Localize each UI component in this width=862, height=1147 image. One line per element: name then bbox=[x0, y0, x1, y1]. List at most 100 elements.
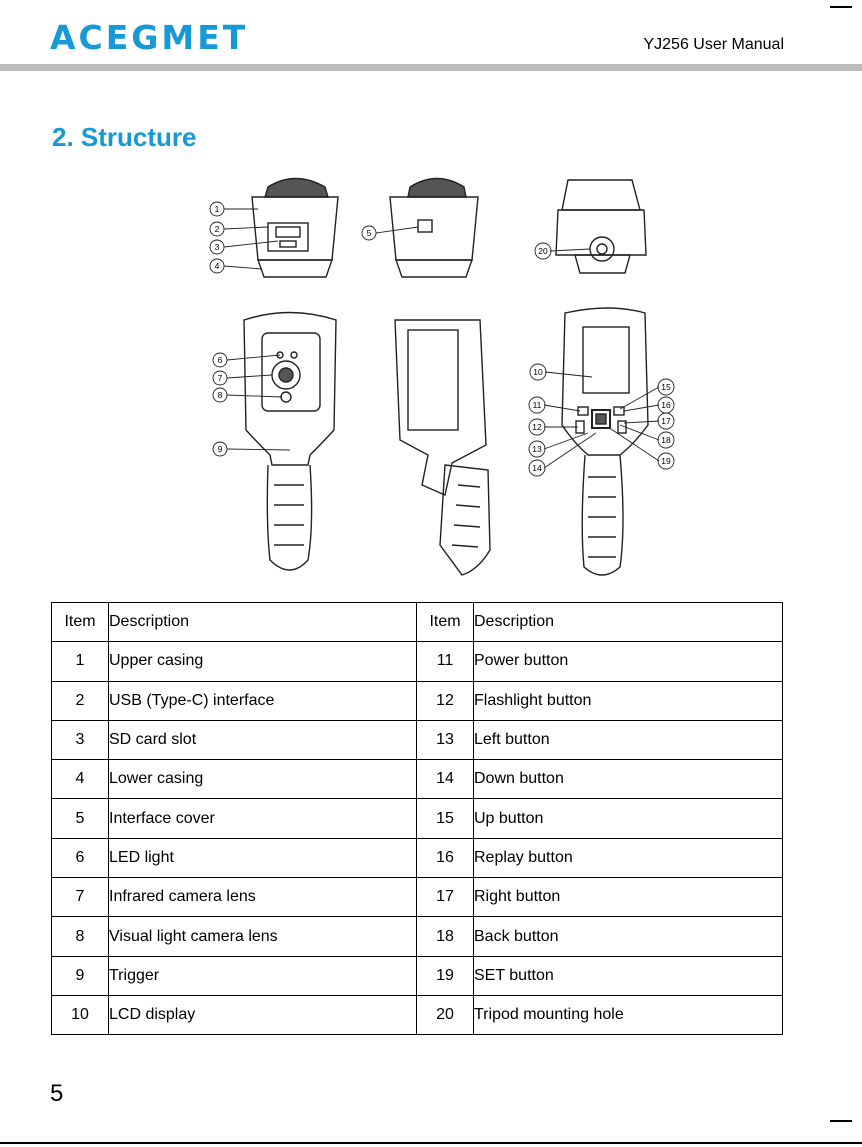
callout-label: 9 bbox=[218, 444, 223, 454]
item-number: 17 bbox=[416, 877, 474, 918]
section-title: 2. Structure bbox=[52, 122, 197, 152]
column-header-item: Item bbox=[416, 601, 474, 643]
device-tripod-view bbox=[555, 179, 647, 274]
callout-label: 1 bbox=[215, 204, 220, 214]
callout-17 bbox=[657, 412, 675, 430]
device-cover-view bbox=[389, 177, 479, 278]
callout-label: 6 bbox=[218, 355, 223, 365]
item-number: 4 bbox=[51, 759, 109, 800]
table-row: 10 LCD display 20 Tripod mounting hole bbox=[51, 994, 783, 1036]
item-description: Interface cover bbox=[108, 798, 417, 839]
item-number: 11 bbox=[416, 641, 474, 682]
item-description: Right button bbox=[473, 877, 783, 918]
item-number: 13 bbox=[416, 719, 474, 761]
callout-11 bbox=[528, 396, 546, 414]
callout-8 bbox=[212, 387, 228, 403]
device-bottom-view bbox=[251, 177, 339, 278]
item-description: Visual light camera lens bbox=[108, 916, 417, 957]
table-row: 4 Lower casing 14 Down button bbox=[51, 759, 783, 800]
callout-1 bbox=[209, 201, 225, 217]
table-row: 3 SD card slot 13 Left button bbox=[51, 719, 783, 761]
callout-label: 12 bbox=[532, 422, 542, 432]
callout-20 bbox=[534, 242, 552, 260]
callout-2 bbox=[209, 221, 225, 237]
callout-label: 11 bbox=[533, 400, 542, 410]
item-description: Flashlight button bbox=[473, 680, 783, 721]
item-description: LCD display bbox=[108, 994, 417, 1036]
item-description: Lower casing bbox=[108, 759, 417, 800]
item-description: Upper casing bbox=[108, 641, 417, 682]
callout-label: 17 bbox=[661, 416, 671, 426]
callout-12 bbox=[528, 418, 546, 436]
callout-label: 19 bbox=[661, 456, 671, 466]
callout-14 bbox=[528, 459, 546, 477]
item-description: LED light bbox=[108, 837, 417, 879]
callout-label: 20 bbox=[538, 246, 548, 256]
callout-10 bbox=[529, 363, 547, 381]
item-description: Power button bbox=[473, 641, 783, 682]
item-description: SD card slot bbox=[108, 719, 417, 761]
device-back-view bbox=[561, 307, 649, 576]
callout-7 bbox=[212, 370, 228, 386]
callout-9 bbox=[212, 441, 228, 457]
item-description: Up button bbox=[473, 798, 783, 839]
table-row: 8 Visual light camera lens 18 Back butto… bbox=[51, 916, 783, 957]
item-number: 6 bbox=[51, 837, 109, 879]
item-description: Infrared camera lens bbox=[108, 877, 417, 918]
table-row: 1 Upper casing 11 Power button bbox=[51, 641, 783, 682]
table-header-row: Item Description Item Description bbox=[51, 601, 783, 643]
footer-line bbox=[0, 1142, 862, 1144]
callout-label: 5 bbox=[367, 228, 372, 238]
item-description: Replay button bbox=[473, 837, 783, 879]
callout-4 bbox=[209, 258, 225, 274]
callout-5 bbox=[361, 225, 377, 241]
callout-3 bbox=[209, 239, 225, 255]
device-front-view bbox=[243, 311, 337, 571]
callout-label: 14 bbox=[532, 463, 542, 473]
manual-title: YJ256 User Manual bbox=[643, 36, 784, 53]
column-header-description: Description bbox=[108, 601, 417, 643]
callout-label: 13 bbox=[532, 444, 542, 454]
table-row: 2 USB (Type-C) interface 12 Flashlight b… bbox=[51, 680, 783, 721]
item-description: Back button bbox=[473, 916, 783, 957]
brand-logo: ACEGMET bbox=[50, 18, 249, 57]
item-number: 8 bbox=[51, 916, 109, 957]
table-row: 5 Interface cover 15 Up button bbox=[51, 798, 783, 839]
callout-label: 3 bbox=[215, 242, 220, 252]
item-description: USB (Type-C) interface bbox=[108, 680, 417, 721]
callout-leaders bbox=[223, 208, 660, 469]
callout-label: 7 bbox=[218, 373, 223, 383]
item-description: Left button bbox=[473, 719, 783, 761]
callout-label: 10 bbox=[533, 367, 543, 377]
item-description: Tripod mounting hole bbox=[473, 994, 783, 1036]
callout-label: 4 bbox=[215, 261, 220, 271]
structure-diagram: 1 2 3 4 5 6 7 8 9 10 11 12 13 14 15 16 1… bbox=[200, 165, 680, 585]
table-row: 7 Infrared camera lens 17 Right button bbox=[51, 877, 783, 918]
item-number: 18 bbox=[416, 916, 474, 957]
corner-mark-bottom bbox=[830, 1120, 852, 1122]
item-number: 1 bbox=[51, 641, 109, 682]
callout-13 bbox=[528, 440, 546, 458]
callout-label: 2 bbox=[215, 224, 220, 234]
device-side-view bbox=[394, 319, 491, 576]
callout-6 bbox=[212, 352, 228, 368]
item-number: 7 bbox=[51, 877, 109, 918]
item-description: Trigger bbox=[108, 955, 417, 996]
callout-label: 15 bbox=[661, 382, 671, 392]
table-row: 9 Trigger 19 SET button bbox=[51, 955, 783, 996]
item-number: 19 bbox=[416, 955, 474, 996]
item-number: 14 bbox=[416, 759, 474, 800]
item-number: 2 bbox=[51, 680, 109, 721]
column-header-description: Description bbox=[473, 601, 783, 643]
item-number: 9 bbox=[51, 955, 109, 996]
item-number: 12 bbox=[416, 680, 474, 721]
corner-mark-top bbox=[830, 6, 852, 8]
table-row: 6 LED light 16 Replay button bbox=[51, 837, 783, 879]
callout-18 bbox=[657, 431, 675, 449]
item-number: 3 bbox=[51, 719, 109, 761]
callout-label: 16 bbox=[661, 400, 671, 410]
item-description: SET button bbox=[473, 955, 783, 996]
item-number: 20 bbox=[416, 994, 474, 1036]
callout-19 bbox=[657, 452, 675, 470]
item-number: 16 bbox=[416, 837, 474, 879]
